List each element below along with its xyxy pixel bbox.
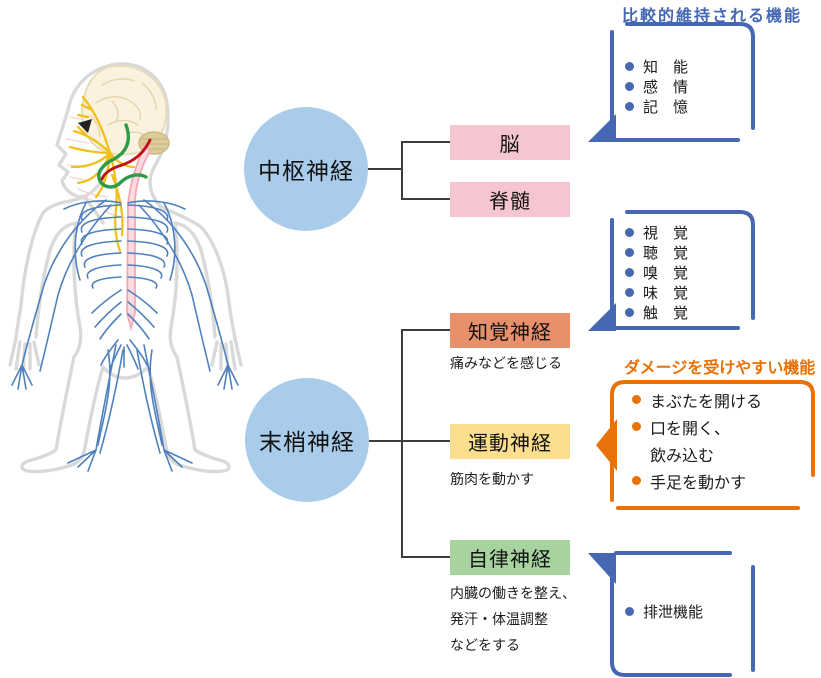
connector-line	[369, 440, 402, 442]
box-spinal-cord: 脊髄	[450, 182, 570, 217]
spinal-cord	[126, 143, 152, 332]
box-sensory-nerve: 知覚神経	[450, 313, 570, 348]
list-item: 口を開く、	[632, 413, 762, 440]
callout-border	[588, 22, 755, 142]
callout-tail	[588, 114, 616, 142]
connector-line	[401, 141, 450, 143]
vulnerable-functions-list: まぶたを開ける 口を開く、 飲み込む 手足を動かす	[632, 386, 762, 494]
caption-autonomic-line2: 発汗・体温調整	[450, 612, 548, 628]
bullet-dot	[625, 61, 634, 71]
bullet-dot	[625, 307, 634, 317]
connector-line	[401, 141, 403, 200]
list-item: 視 覚	[625, 222, 688, 242]
callout-senses: 視 覚 聴 覚 嗅 覚 味 覚 触 覚	[580, 205, 760, 340]
callout-border	[596, 380, 815, 510]
bullet-dot	[632, 395, 641, 404]
bullet-dot	[625, 606, 634, 616]
connector-line	[401, 440, 450, 442]
caption-autonomic: 内臓の働きを整え、 発汗・体温調整 などをする	[450, 581, 576, 659]
callout-border	[588, 210, 755, 331]
connector-line	[401, 198, 450, 200]
list-item: 飲み込む	[650, 445, 715, 465]
bullet-dot	[632, 476, 641, 485]
callout-border	[588, 551, 755, 677]
callout-vulnerable-functions: まぶたを開ける 口を開く、 飲み込む 手足を動かす	[590, 375, 821, 515]
connector-line	[368, 168, 403, 170]
maintained-functions-title: 比較的維持される機能	[622, 6, 803, 25]
caption-autonomic-line1: 内臓の働きを整え、	[450, 586, 576, 602]
peripheral-label: 末梢神経	[259, 430, 355, 456]
human-body-illustration	[8, 62, 243, 474]
callout-tail	[596, 419, 617, 471]
nerve-green	[97, 123, 148, 189]
caption-sensory: 痛みなどを感じる	[450, 356, 562, 372]
list-item: 聴 覚	[625, 242, 688, 262]
list-item: まぶたを開ける	[632, 386, 762, 413]
list-item: 感 情	[625, 76, 688, 96]
senses-list: 視 覚 聴 覚 嗅 覚 味 覚 触 覚	[625, 222, 688, 322]
caption-motor: 筋肉を動かす	[450, 472, 534, 488]
node-central-nervous-system: 中枢神経	[244, 107, 368, 231]
peripheral-nerves	[11, 199, 239, 472]
list-item: 手足を動かす	[632, 467, 762, 494]
bullet-dot	[625, 101, 634, 111]
node-peripheral-nervous-system: 末梢神経	[245, 378, 369, 502]
bullet-dot	[632, 422, 641, 431]
bullet-dot	[625, 227, 634, 237]
box-brain: 脳	[450, 125, 570, 160]
connector-line	[401, 329, 450, 331]
maintained-functions-list: 知 能 感 情 記 憶	[625, 56, 688, 116]
box-autonomic-nerve: 自律神経	[450, 540, 570, 575]
central-label: 中枢神経	[258, 159, 354, 185]
list-item: 味 覚	[625, 282, 688, 302]
list-item: 知 能	[625, 56, 688, 76]
callout-tail	[588, 553, 616, 584]
connector-line	[401, 329, 403, 558]
bullet-dot	[625, 247, 634, 257]
list-item: 触 覚	[625, 302, 688, 322]
excretion-list: 排泄機能	[625, 601, 703, 621]
callout-tail	[588, 303, 616, 331]
nerve-red	[100, 138, 152, 181]
list-item: 嗅 覚	[625, 262, 688, 282]
box-motor-nerve: 運動神経	[450, 424, 570, 459]
bullet-dot	[625, 81, 634, 91]
vulnerable-functions-title: ダメージを受けやすい機能	[624, 358, 816, 377]
callout-excretion: 排泄機能	[580, 545, 760, 678]
caption-autonomic-line3: などをする	[450, 638, 520, 654]
callout-maintained-functions: 知 能 感 情 記 憶	[580, 15, 760, 150]
list-item: 排泄機能	[625, 601, 703, 621]
list-item: 記 憶	[625, 96, 688, 116]
eye	[78, 119, 92, 133]
bullet-dot	[625, 267, 634, 277]
connector-line	[401, 556, 450, 558]
bullet-dot	[625, 287, 634, 297]
